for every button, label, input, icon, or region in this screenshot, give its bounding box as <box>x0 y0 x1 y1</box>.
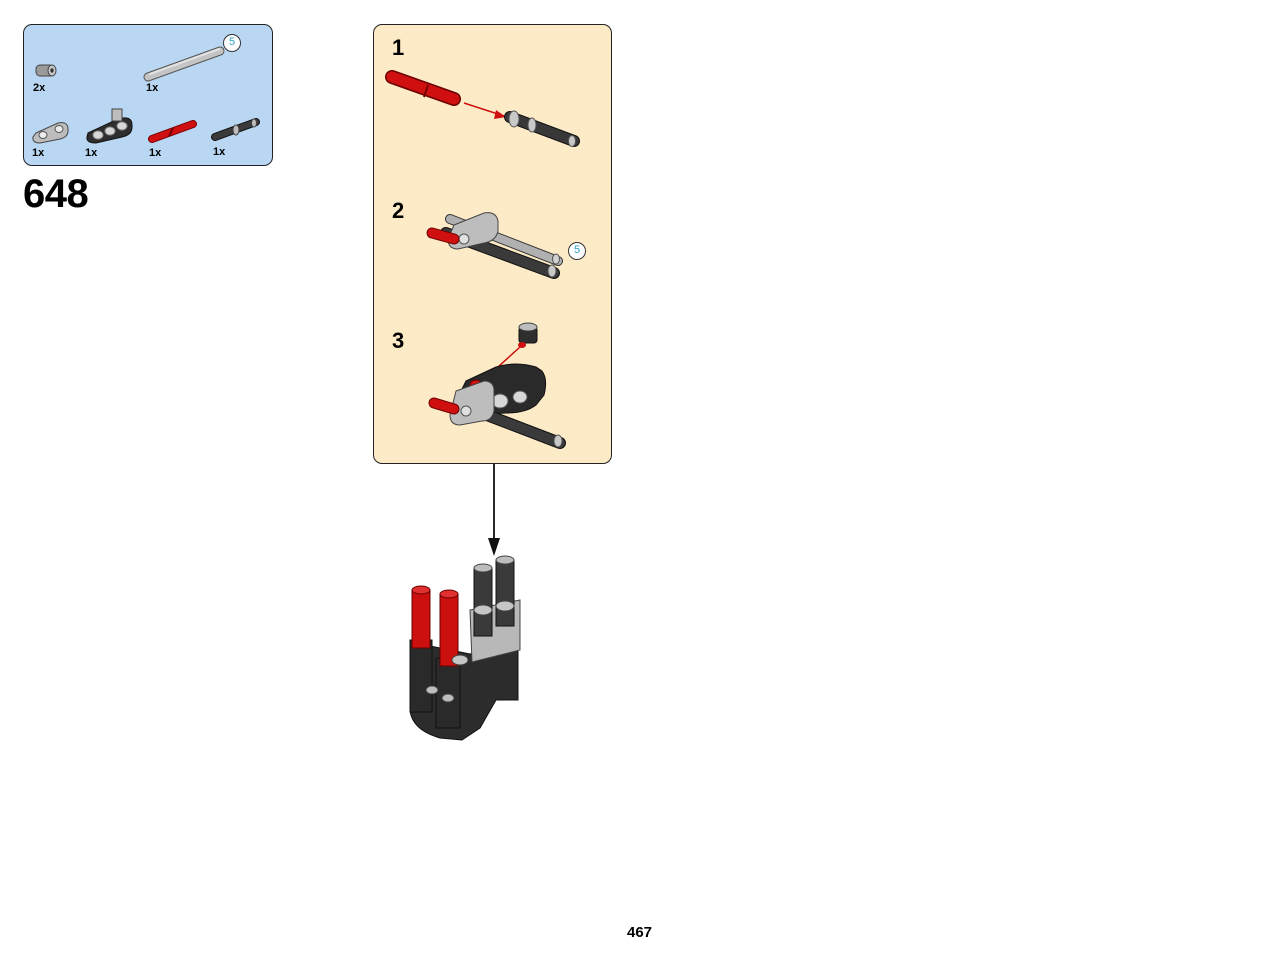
red-pin-part-image <box>148 120 197 143</box>
axle-part-image <box>143 46 225 82</box>
substep-number: 1 <box>392 35 405 60</box>
model-illustration <box>409 555 521 741</box>
axle-length-badge: 5 <box>223 34 241 52</box>
substep-2-illustration <box>426 212 563 279</box>
subassembly-panel: 1 2 5 3 <box>373 24 612 464</box>
step-number: 648 <box>23 172 89 216</box>
beam-grey-part-image <box>32 122 69 144</box>
parts-list-box: 2x 5 1x 1x 1x 1x 1x <box>23 24 273 166</box>
qty-label: 1x <box>85 147 98 159</box>
qty-label: 2x <box>33 82 46 94</box>
bush-part-image <box>35 64 57 77</box>
substep-3-illustration <box>428 322 566 449</box>
beam-black-part-image <box>86 108 133 144</box>
axle-length-badge: 5 <box>568 242 586 260</box>
substep-1-illustration <box>385 70 580 147</box>
page-number: 467 <box>627 924 653 941</box>
qty-label: 1x <box>213 146 226 158</box>
substep-number: 2 <box>392 198 405 223</box>
qty-label: 1x <box>149 147 162 159</box>
qty-label: 1x <box>32 147 45 159</box>
substep-number: 3 <box>392 328 405 353</box>
black-pin-part-image <box>211 118 260 141</box>
attach-arrow <box>488 464 500 556</box>
qty-label: 1x <box>146 82 159 94</box>
